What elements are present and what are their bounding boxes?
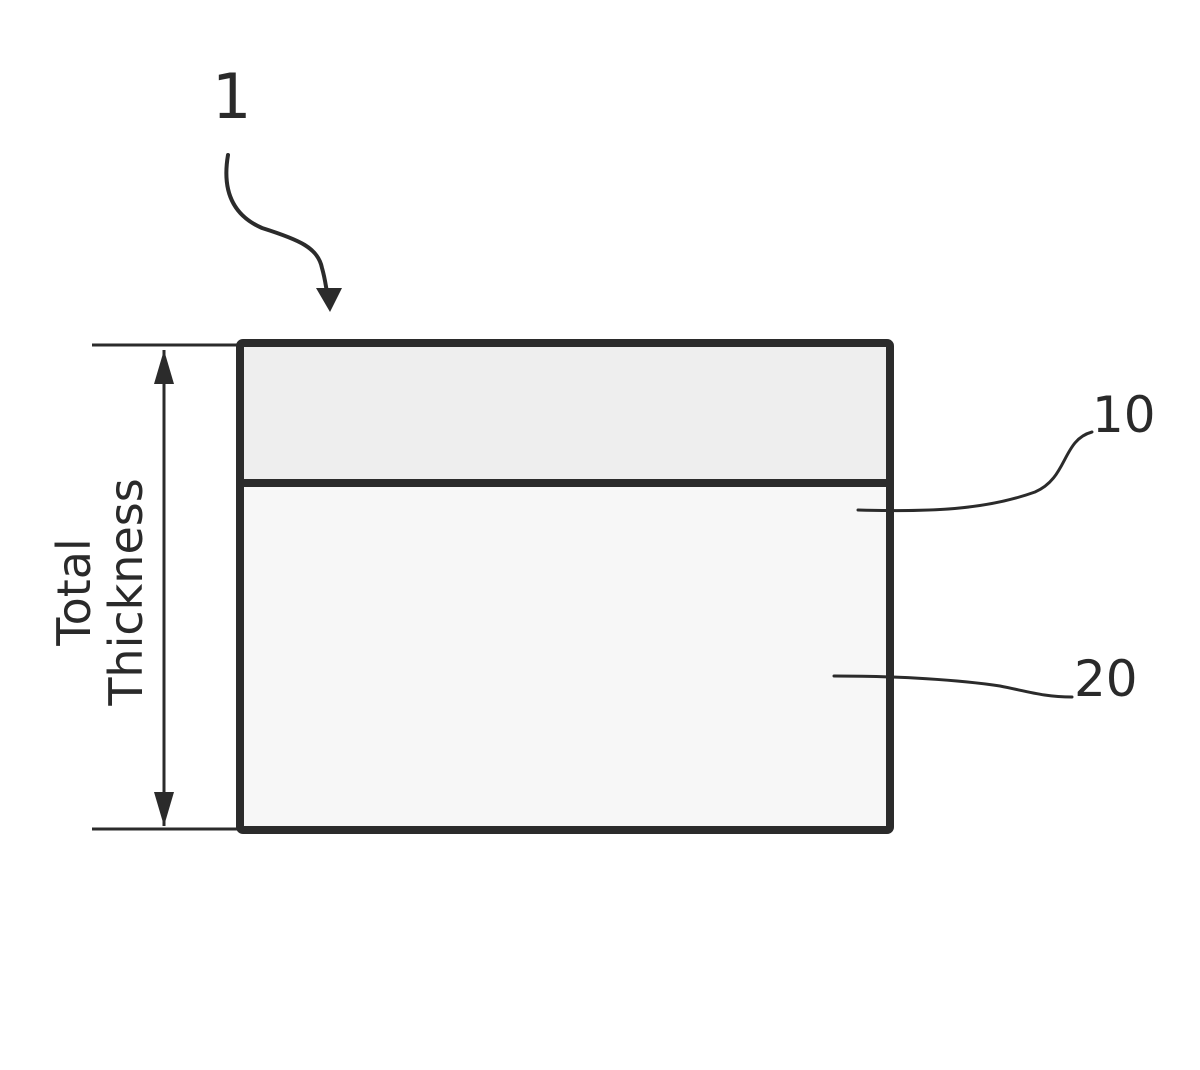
dimension-label-line1: Total xyxy=(47,538,101,646)
assembly-reference-numeral: 1 xyxy=(212,60,251,133)
layer-20-leader-line xyxy=(832,674,1074,699)
layer-20-fill xyxy=(240,483,890,830)
stack-outline xyxy=(236,339,894,834)
dimension-arrow-top xyxy=(154,350,174,384)
assembly-arrowhead xyxy=(316,288,342,312)
dimension-arrow-bottom xyxy=(154,792,174,826)
assembly-lead-arrow xyxy=(224,153,330,298)
layer-20-reference-numeral: 20 xyxy=(1074,650,1138,708)
layer-10-fill xyxy=(240,343,890,483)
layer-10-reference-numeral: 10 xyxy=(1092,386,1156,444)
dimension-label: Total Thickness xyxy=(47,478,153,706)
dimension-label-line2: Thickness xyxy=(99,478,153,706)
layer-10-leader-line xyxy=(856,430,1094,513)
